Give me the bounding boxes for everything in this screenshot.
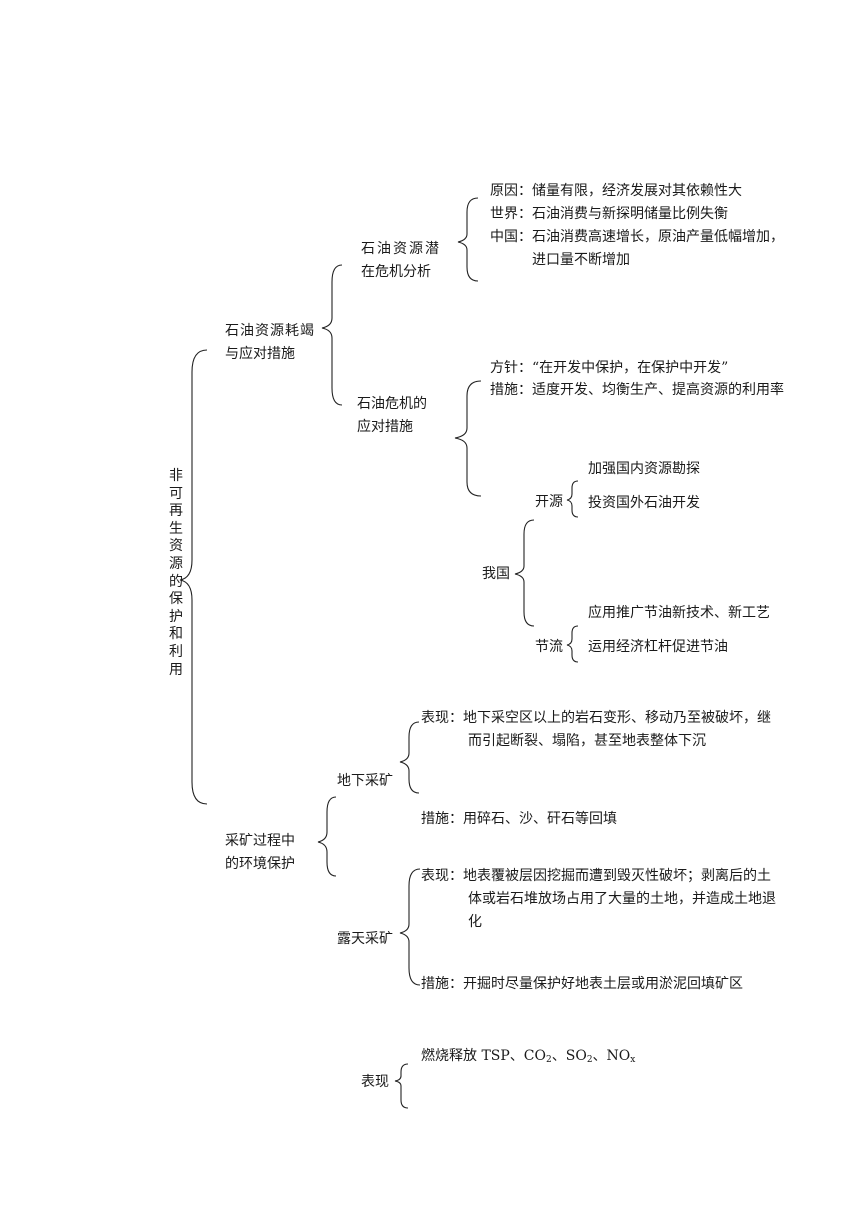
emission-sep: 、NO — [592, 1048, 631, 1064]
analysis-label-line1: 石油资源潜 — [361, 241, 441, 257]
emission-sub: 2 — [546, 1055, 552, 1065]
oil-label-line1: 石油资源耗竭 — [225, 323, 315, 339]
our-country-label: 我国 — [482, 566, 510, 582]
emission-prefix: 燃烧释放 TSP、CO — [421, 1048, 546, 1064]
emission-sub: 2 — [586, 1055, 593, 1065]
underground-brace — [399, 721, 420, 794]
analysis-china-line2: 进口量不断增加 — [532, 252, 630, 268]
emission-sub: x — [630, 1055, 636, 1065]
open-pit-label: 露天采矿 — [337, 931, 393, 947]
open-pit-manifest-line2: 体或岩石堆放场占用了大量的土地，并造成土地退 — [468, 891, 776, 907]
oil-label-line2: 与应对措施 — [225, 346, 295, 362]
kaiyuan-item: 投资国外石油开发 — [588, 495, 700, 511]
underground-manifest-line2: 而引起断裂、塌陷，甚至地表整体下沉 — [468, 733, 706, 749]
underground-label: 地下采矿 — [337, 773, 393, 789]
measures-measure: 措施：适度开发、均衡生产、提高资源的利用率 — [490, 382, 784, 398]
kaiyuan-item: 加强国内资源勘探 — [588, 461, 700, 477]
open-pit-brace — [399, 868, 421, 986]
analysis-brace — [457, 197, 479, 282]
jieliu-item: 应用推广节油新技术、新工艺 — [588, 605, 770, 621]
mining-label-line1: 采矿过程中 — [225, 833, 295, 849]
jieliu-brace — [566, 625, 579, 663]
kaiyuan-brace — [566, 480, 579, 518]
jieliu-item: 运用经济杠杆促进节油 — [588, 639, 728, 655]
measures-label-line2: 应对措施 — [357, 419, 413, 435]
mining-brace — [317, 796, 337, 877]
kaiyuan-label: 开源 — [535, 494, 563, 510]
underground-measure: 措施：用碎石、沙、矸石等回填 — [421, 811, 617, 827]
measures-brace — [454, 380, 482, 497]
measures-label-line1: 石油危机的 — [357, 396, 427, 412]
root-brace — [179, 349, 208, 805]
oil-brace — [321, 264, 343, 406]
analysis-cause: 原因：储量有限，经济发展对其依赖性大 — [490, 183, 742, 199]
open-pit-measure: 措施：开掘时尽量保护好地表土层或用淤泥回填矿区 — [421, 976, 743, 992]
emission-sep: 、SO — [551, 1048, 587, 1064]
measures-policy: 方针：“在开发中保护，在保护中开发” — [490, 360, 729, 376]
combustion-brace — [394, 1063, 409, 1109]
underground-manifest-line1: 表现：地下采空区以上的岩石变形、移动乃至被破坏，继 — [421, 710, 771, 726]
analysis-label-line2: 在危机分析 — [361, 264, 431, 280]
our-country-brace — [514, 519, 535, 627]
combustion-emissions: 燃烧释放 TSP、CO2、SO2、NOx — [421, 1045, 635, 1071]
combustion-label: 表现 — [361, 1074, 389, 1090]
jieliu-label: 节流 — [535, 639, 563, 655]
open-pit-manifest-line3: 化 — [468, 914, 482, 930]
mining-label-line2: 的环境保护 — [225, 856, 295, 872]
root-label: 非可再生资源的保护和利用 — [169, 468, 183, 678]
open-pit-manifest-line1: 表现：地表覆被层因挖掘而遭到毁灭性破坏；剥离后的土 — [421, 868, 771, 884]
analysis-world: 世界：石油消费与新探明储量比例失衡 — [490, 206, 728, 222]
analysis-china-line1: 中国：石油消费高速增长，原油产量低幅增加， — [490, 229, 784, 245]
